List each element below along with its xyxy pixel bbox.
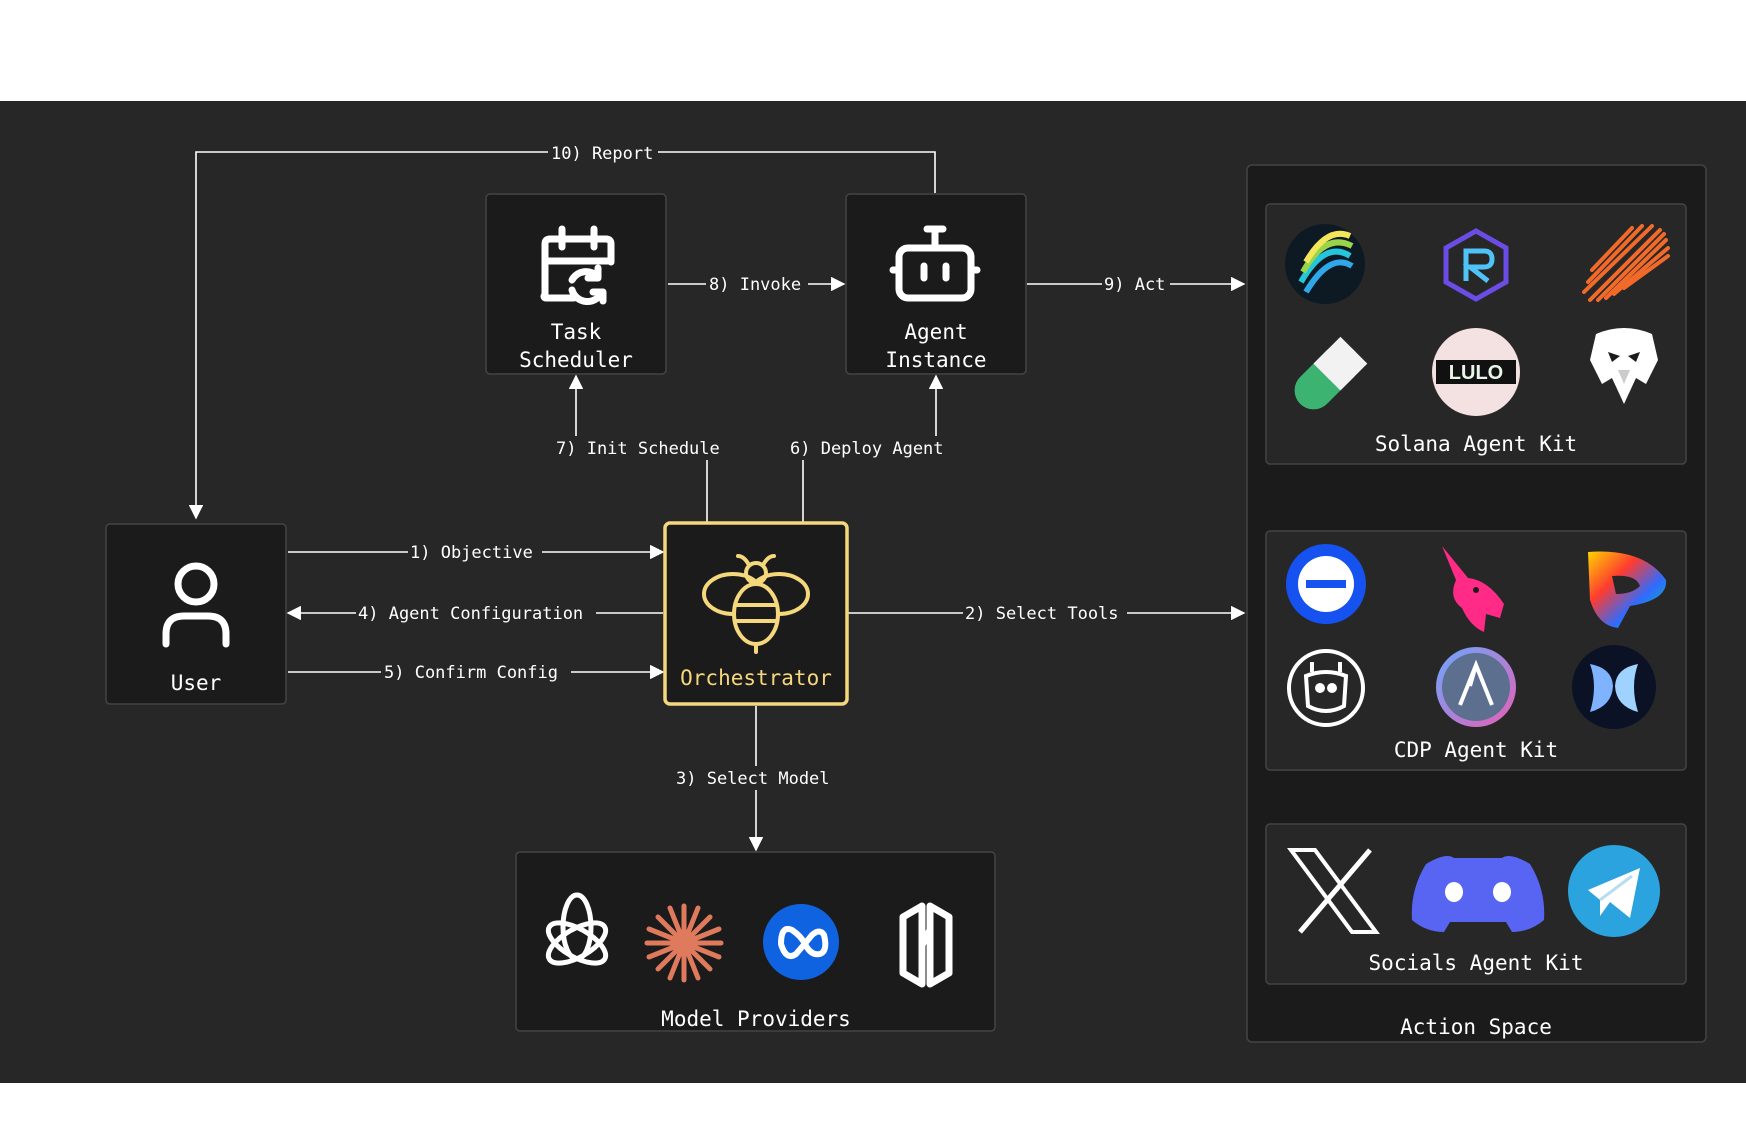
robot-icon [889, 225, 981, 302]
edge-label-agent-configuration: 4) Agent Configuration [358, 604, 583, 624]
cdp-agent-kit[interactable]: CDP Agent Kit [1265, 530, 1687, 771]
rainbow-p-icon [1588, 551, 1667, 628]
meta-icon [763, 904, 839, 980]
giraffe-icon [1287, 649, 1365, 727]
x-icon [1287, 848, 1380, 934]
edge-label-init-schedule: 7) Init Schedule [556, 439, 720, 459]
model-provider-icon [899, 902, 953, 988]
svg-text:LULO: LULO [1449, 362, 1503, 384]
socials-agent-kit-label: Socials Agent Kit [1369, 951, 1584, 975]
user-label: User [171, 671, 222, 695]
edge-label-act: 9) Act [1104, 275, 1165, 295]
socials-agent-kit[interactable]: Socials Agent Kit [1265, 823, 1687, 985]
bee-icon [702, 554, 810, 654]
butterfly-icon [1572, 645, 1656, 729]
edge-label-select-tools: 2) Select Tools [965, 604, 1119, 624]
agent-instance-label-2: Instance [885, 348, 986, 372]
user-node[interactable]: User [105, 523, 287, 705]
solana-agent-kit[interactable]: LULO Solana Agent Kit [1265, 203, 1687, 465]
across-icon [1436, 647, 1516, 727]
edge-label-invoke: 8) Invoke [709, 275, 801, 295]
eagle-icon [1590, 328, 1658, 404]
task-scheduler-node[interactable]: Task Scheduler [485, 193, 667, 375]
cdp-agent-kit-label: CDP Agent Kit [1394, 738, 1558, 762]
orchestrator-node[interactable]: Orchestrator [663, 521, 849, 706]
calendar-sync-icon [540, 225, 615, 305]
edge-label-select-model: 3) Select Model [676, 769, 830, 789]
edge-label-deploy-agent: 6) Deploy Agent [790, 439, 944, 459]
orchestrator-label: Orchestrator [680, 666, 832, 690]
discord-icon [1411, 856, 1545, 932]
task-scheduler-label-2: Scheduler [519, 348, 633, 372]
edge-label-confirm-config: 5) Confirm Config [384, 663, 558, 683]
edge-label-objective: 1) Objective [410, 543, 533, 563]
lulo-icon: LULO [1432, 328, 1520, 416]
waves-logo-icon [1285, 224, 1365, 304]
edge-deploy-agent [802, 376, 936, 522]
stripes-logo-icon [1582, 224, 1670, 302]
openai-icon [545, 892, 609, 966]
unicorn-icon [1442, 546, 1504, 632]
anthropic-icon [644, 903, 724, 983]
model-providers-node[interactable]: Model Providers [515, 851, 996, 1032]
edge-init-schedule [576, 376, 708, 522]
telegram-icon [1568, 845, 1660, 937]
task-scheduler-label-1: Task [551, 320, 602, 344]
edge-label-report: 10) Report [551, 144, 653, 164]
user-icon [162, 562, 230, 648]
model-providers-label: Model Providers [661, 1007, 851, 1031]
agent-instance-label-1: Agent [904, 320, 967, 344]
agent-instance-node[interactable]: Agent Instance [845, 193, 1027, 375]
coinbase-icon [1286, 544, 1366, 624]
raydium-icon [1443, 228, 1509, 302]
solana-agent-kit-label: Solana Agent Kit [1375, 432, 1577, 456]
action-space-label: Action Space [1400, 1015, 1552, 1039]
